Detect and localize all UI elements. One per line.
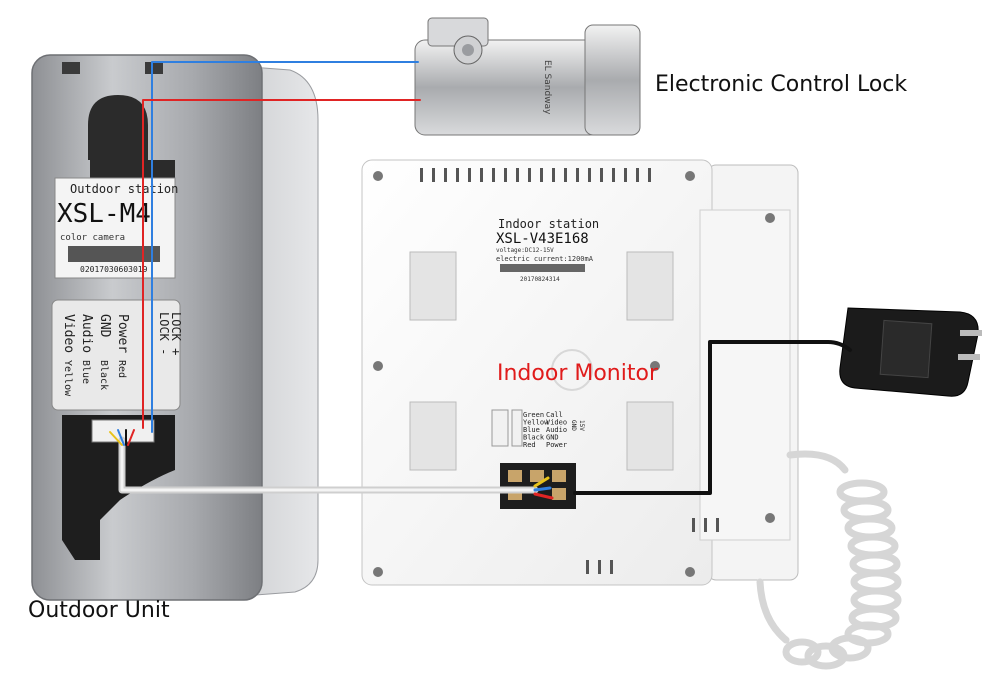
- monitor-right-wing: [699, 209, 791, 541]
- monitor-terminal-color: Red: [523, 441, 536, 449]
- outdoor-terminal-panel: [51, 299, 181, 411]
- lock-body: [414, 39, 601, 136]
- screw: [765, 513, 775, 523]
- barcode: [68, 246, 160, 262]
- monitor-label-line1: Indoor station: [498, 217, 599, 231]
- monitor-connector-sockets: [508, 470, 566, 500]
- monitor-terminal-color: Black: [523, 434, 545, 442]
- monitor-connector: [500, 463, 576, 509]
- caption-indoor-monitor: Indoor Monitor: [497, 361, 658, 386]
- outdoor-lock-terminal: LOCK +: [169, 312, 183, 355]
- monitor-terminal-function: Power: [546, 441, 567, 449]
- monitor-label-line3: voltage:DC12-15V: [496, 247, 554, 254]
- adapter-label: [879, 319, 933, 379]
- monitor-power-terminal: 15V: [578, 420, 585, 431]
- monitor-terminal-function: GND: [546, 434, 559, 442]
- monitor-terminal-color: Green: [523, 411, 544, 419]
- indoor-monitor: Indoor station XSL-V43E168 voltage:DC12-…: [361, 159, 799, 586]
- monitor-vents: [420, 168, 719, 574]
- monitor-terminal-block: [491, 409, 509, 447]
- wire-lock-blue: [151, 61, 419, 433]
- outdoor-keyhole-recess: [88, 95, 175, 180]
- outdoor-terminal-color: Yellow: [62, 360, 73, 397]
- barcode: [500, 264, 585, 272]
- outdoor-slot: [62, 62, 80, 74]
- outdoor-lock-terminal: LOCK -: [157, 312, 171, 355]
- speaker-grille: [551, 349, 593, 391]
- adapter-prong: [960, 330, 982, 336]
- outdoor-terminal-name: Audio: [79, 314, 94, 353]
- lock-faceplate: [584, 24, 641, 136]
- lock-cylinder-core: [462, 44, 474, 56]
- handset-coil-cord: [756, 450, 902, 670]
- monitor-terminal-block: [511, 409, 523, 447]
- wire-lead-yellow: [533, 476, 550, 488]
- monitor-label-line4: electric current:1200mA: [496, 255, 594, 263]
- wire-lead-blue: [533, 486, 552, 492]
- monitor-label-line2: XSL-V43E168: [496, 231, 589, 247]
- outdoor-terminal-name: GND: [97, 314, 112, 338]
- screw: [685, 567, 695, 577]
- screw: [373, 361, 383, 371]
- caption-electronic-control-lock: Electronic Control Lock: [655, 72, 908, 97]
- outdoor-label-serial: 02017030603019: [80, 265, 148, 274]
- outdoor-wire-leads: [109, 429, 135, 446]
- monitor-terminal-color: Blue: [523, 426, 540, 434]
- outdoor-terminal-color: Black: [98, 360, 109, 390]
- screw: [765, 213, 775, 223]
- screw: [685, 171, 695, 181]
- outdoor-label-line1: Outdoor station: [70, 182, 178, 196]
- electronic-control-lock: EL Sandway: [414, 17, 641, 136]
- wire-signal-cable-core: [120, 438, 537, 492]
- outdoor-label-line2: XSL-M4: [57, 199, 151, 229]
- monitor-terminal-color: Yellow: [523, 419, 549, 427]
- outdoor-terminal-color: Blue: [80, 360, 91, 384]
- outdoor-terminal-color: Red: [116, 360, 127, 378]
- outdoor-label-line3: color camera: [60, 233, 125, 243]
- wire-lock-red: [142, 99, 421, 429]
- screw: [373, 171, 383, 181]
- monitor-terminal-function: Call: [546, 411, 563, 419]
- outdoor-lock-terminal-list: LOCK -LOCK +: [157, 312, 183, 355]
- outdoor-unit: Outdoor station XSL-M4 color camera 0201…: [31, 54, 319, 601]
- monitor-power-terminal: GND: [570, 420, 577, 431]
- adapter-prong: [958, 354, 980, 360]
- outdoor-slot: [145, 62, 163, 74]
- monitor-terminal-function: Video: [546, 419, 567, 427]
- screw: [650, 361, 660, 371]
- wire-power-black: [573, 340, 852, 495]
- lock-brand: EL Sandway: [542, 60, 552, 115]
- monitor-label-serial: 20170824314: [520, 276, 560, 283]
- caption-outdoor-unit: Outdoor Unit: [28, 598, 170, 623]
- mounting-cutouts: [409, 251, 674, 471]
- power-adapter: [839, 307, 982, 397]
- wires: [109, 61, 852, 500]
- screw: [373, 567, 383, 577]
- outdoor-terminal-name: Video: [61, 314, 76, 353]
- monitor-terminal-function: Audio: [546, 426, 567, 434]
- outdoor-terminal-name: Power: [115, 314, 130, 353]
- wire-lead-red: [533, 492, 554, 500]
